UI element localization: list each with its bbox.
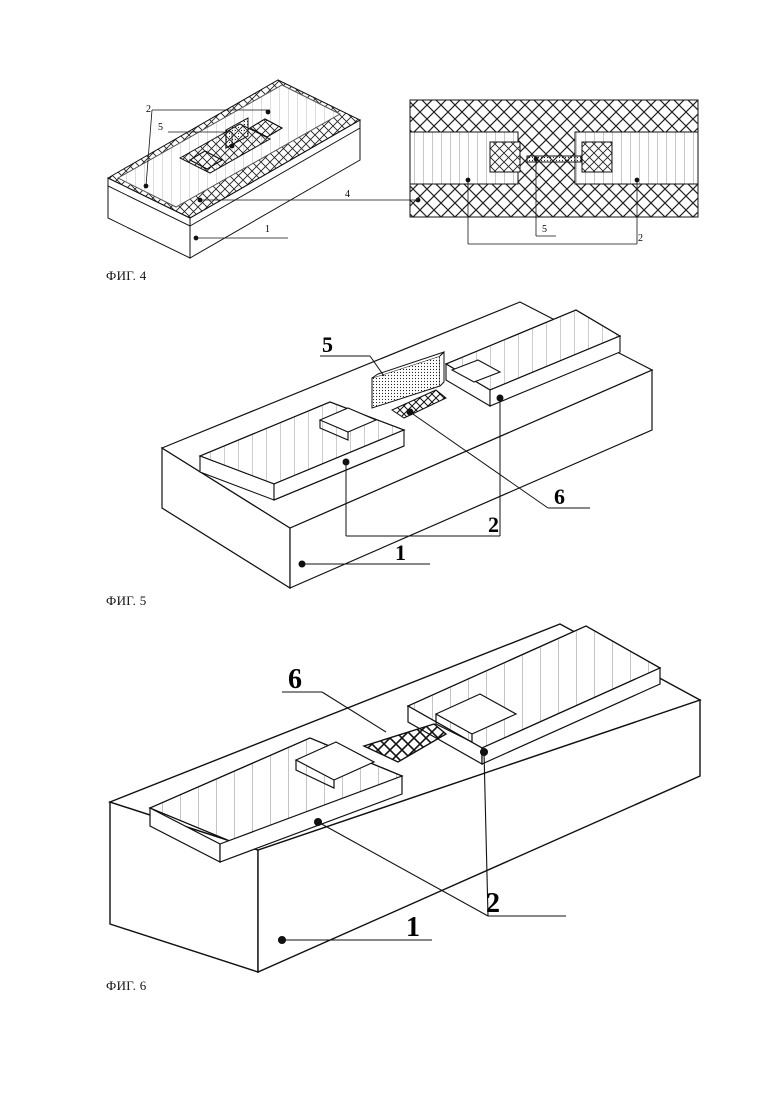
- fig5-label-1: 1: [395, 540, 406, 565]
- fig5-label-6: 6: [554, 484, 565, 509]
- figure-5: 5 6 2 1: [0, 290, 780, 600]
- figure-6: 6 2 1: [0, 612, 780, 982]
- figure-4: 2 5 4 1 5 2: [0, 0, 780, 300]
- fig6-label-6: 6: [288, 664, 302, 695]
- fig4-label-5-plan: 5: [542, 224, 547, 235]
- fig6-label-1: 1: [406, 912, 420, 943]
- fig4-label-2-iso: 2: [146, 104, 151, 115]
- fig4-label-5-iso: 5: [158, 122, 163, 133]
- fig4-label-1: 1: [265, 224, 270, 235]
- fig5-label-5: 5: [322, 332, 333, 357]
- fig6-label-2: 2: [486, 888, 500, 919]
- fig6-caption: ФИГ. 6: [106, 978, 147, 994]
- fig4-label-2-plan: 2: [638, 233, 643, 244]
- fig4-caption: ФИГ. 4: [106, 268, 147, 284]
- fig5-caption: ФИГ. 5: [106, 593, 147, 609]
- fig5-label-2: 2: [488, 512, 499, 537]
- fig4-label-4: 4: [345, 189, 350, 200]
- fig4-plan-view: [410, 100, 698, 217]
